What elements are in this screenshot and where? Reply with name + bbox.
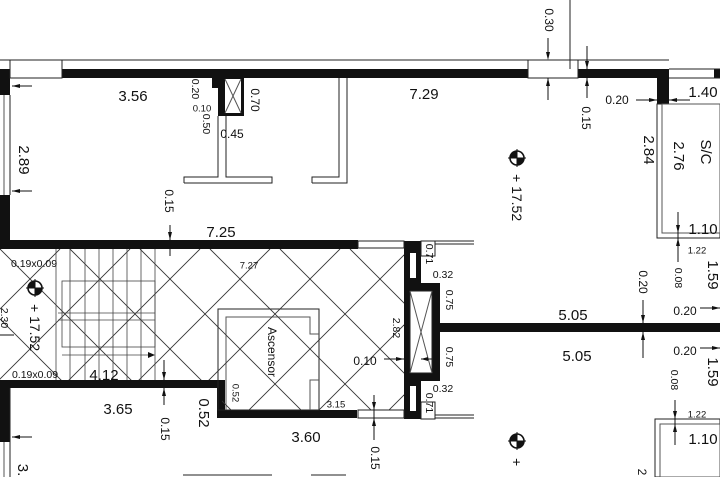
- dim-020-r1-label: 0.20: [673, 304, 697, 318]
- elevator-label: Ascensor: [265, 327, 279, 377]
- dim-020-r2-label: 0.20: [673, 344, 697, 358]
- dim-230-cut-label: 2.30: [0, 308, 10, 329]
- dim-356-label: 3.56: [118, 88, 147, 105]
- dim-365-label: 3.65: [103, 401, 132, 418]
- dim-010-mid-label: 0.10: [353, 354, 377, 368]
- dim-071b-label: 0.71: [423, 393, 435, 414]
- level-text-lower-right: +: [509, 458, 525, 466]
- dim-140-label: 1.40: [688, 84, 717, 101]
- dim-505b-label: 5.05: [562, 348, 591, 365]
- dim-019a-label: 0.19x0.09: [11, 258, 57, 270]
- level-marker-upper-right: [508, 149, 526, 167]
- dim-159b-label: 1.59: [704, 357, 720, 386]
- dim-sc-label: S/C: [697, 139, 714, 164]
- dim-727-label: 7.27: [240, 261, 259, 272]
- dim-505a-label: 5.05: [558, 307, 587, 324]
- walls: [0, 69, 720, 442]
- dim-032a-label: 0.32: [433, 269, 454, 281]
- dim-110-bot-label: 1.10: [688, 431, 717, 448]
- staircase: [55, 249, 156, 380]
- dim-2-cut-label: 2: [635, 469, 649, 476]
- level-marker-lower-right: [508, 432, 526, 450]
- dim-122-top-label: 1.22: [688, 246, 707, 257]
- dim-110-top-label: 1.10: [688, 221, 717, 238]
- dim-015-mid-label: 0.15: [162, 189, 176, 213]
- level-marker-stair: [26, 279, 44, 297]
- dim-412-label: 4.12: [89, 367, 118, 384]
- dim-3-cut-label: 3.: [14, 464, 31, 477]
- dim-276-label: 2.76: [670, 141, 687, 170]
- dim-284-label: 2.84: [640, 135, 657, 164]
- dim-360-label: 3.60: [291, 429, 320, 446]
- dim-075a-label: 0.75: [443, 290, 455, 311]
- dim-075b-label: 0.75: [443, 347, 455, 368]
- dim-019b-label: 0.19x0.09: [12, 369, 58, 381]
- dim-015-bot-label: 0.15: [368, 446, 382, 470]
- dim-289-label: 2.89: [15, 145, 32, 174]
- dim-729-label: 7.29: [409, 86, 438, 103]
- dim-008b-label: 0.08: [668, 370, 680, 391]
- level-text-upper-right: + 17.52: [509, 174, 525, 221]
- dim-282-label: 2.82: [390, 318, 402, 339]
- dim-052-lg-label: 0.52: [195, 398, 212, 427]
- dim-015-top-label: 0.15: [579, 106, 593, 130]
- dim-070-label: 0.70: [248, 88, 262, 112]
- dim-008a-label: 0.08: [672, 268, 684, 289]
- dim-032b-label: 0.32: [433, 383, 454, 395]
- dim-020-top-label: 0.20: [605, 93, 629, 107]
- level-text-stair: + 17.52: [27, 304, 43, 351]
- dim-010-label: 0.10: [193, 104, 212, 115]
- dim-020-mid-label: 0.20: [636, 270, 650, 294]
- dim-015-low-label: 0.15: [158, 417, 172, 441]
- dim-315-label: 3.15: [327, 400, 346, 411]
- dim-050-label: 0.50: [200, 114, 212, 135]
- dim-725-label: 7.25: [206, 224, 235, 241]
- dim-045-label: 0.45: [220, 127, 244, 141]
- dim-052-sm-label: 0.52: [229, 384, 240, 403]
- dim-122-bot-label: 1.22: [688, 410, 707, 421]
- dim-159a-label: 1.59: [704, 260, 720, 289]
- dimension-labels: 3.56 7.29 0.30 0.15 0.20 1.40 2.84 2.76 S/C 1.10 1…: [0, 8, 720, 476]
- dim-071a-label: 0.71: [423, 244, 435, 265]
- dimension-lines: [0, 38, 720, 445]
- dim-030-label: 0.30: [542, 8, 556, 32]
- dim-020a-label: 0.20: [189, 79, 201, 100]
